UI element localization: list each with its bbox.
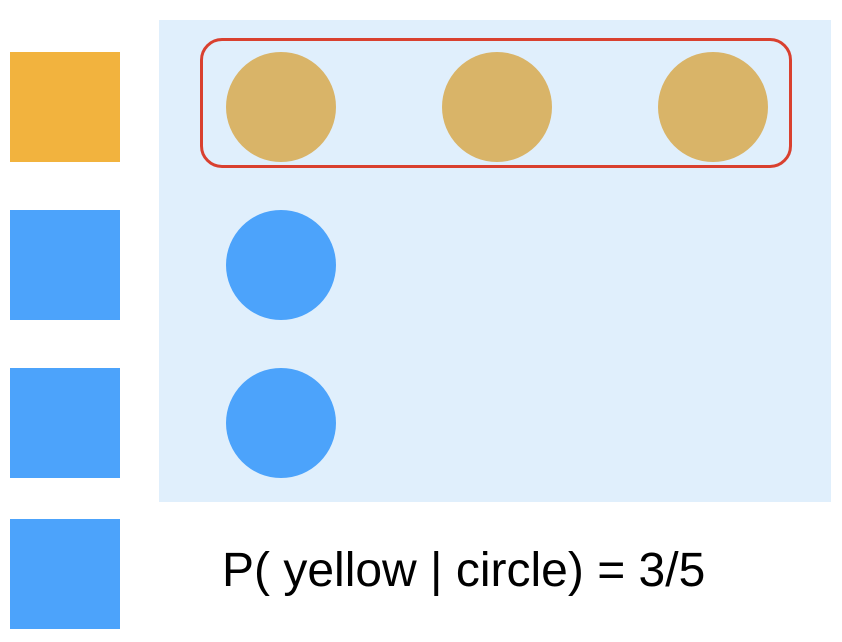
- blue-square: [10, 210, 120, 320]
- yellow-circle: [658, 52, 768, 162]
- yellow-circles-highlight: [200, 38, 792, 168]
- yellow-circle: [226, 52, 336, 162]
- blue-circle: [226, 210, 336, 320]
- blue-square: [10, 519, 120, 629]
- blue-circle: [226, 368, 336, 478]
- blue-square: [10, 368, 120, 478]
- yellow-circle: [442, 52, 552, 162]
- probability-formula: P( yellow | circle) = 3/5: [222, 544, 706, 597]
- yellow-square: [10, 52, 120, 162]
